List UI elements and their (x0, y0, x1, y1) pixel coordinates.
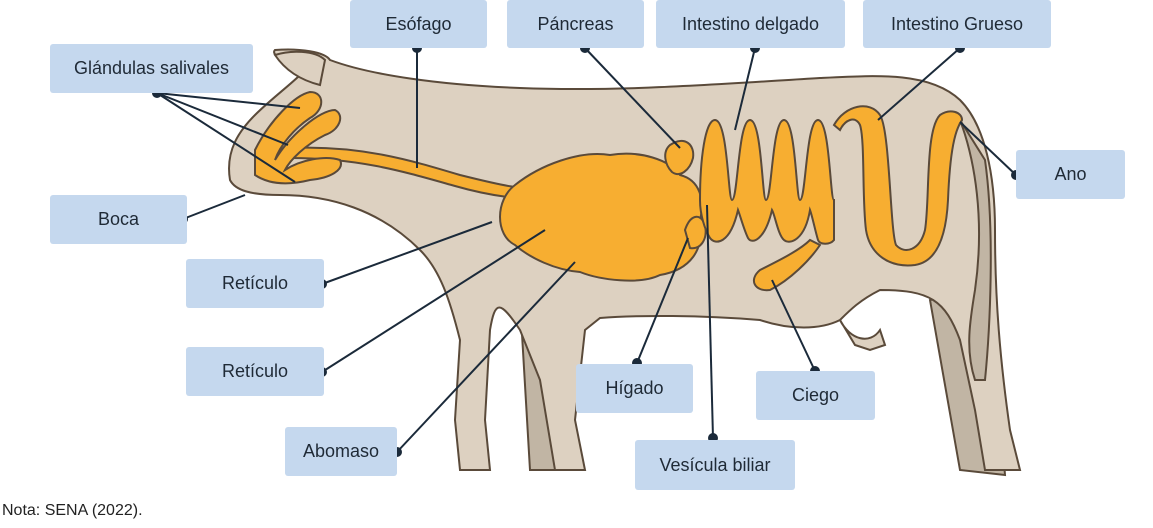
label-ano: Ano (1016, 150, 1125, 199)
tail (959, 119, 992, 381)
pancreas-shape (664, 139, 695, 176)
udder (839, 319, 887, 352)
label-intestino-grueso: Intestino Grueso (863, 0, 1051, 48)
pointer-lines (156, 47, 1017, 453)
label-reticulo-2: Retículo (186, 347, 324, 396)
label-glandulas-salivales: Glándulas salivales (50, 44, 253, 93)
large-intestine-shape (832, 105, 964, 267)
source-note: Nota: SENA (2022). (2, 502, 143, 519)
salivary-glands-shape (254, 90, 342, 185)
label-pancreas: Páncreas (507, 0, 644, 48)
small-intestine-shape (698, 118, 835, 245)
digestive-organs (254, 90, 964, 292)
label-ciego: Ciego (756, 371, 875, 420)
label-higado: Hígado (576, 364, 693, 413)
label-intestino-delgado: Intestino delgado (656, 0, 845, 48)
ear (273, 50, 327, 87)
label-vesicula-biliar: Vesícula biliar (635, 440, 795, 490)
label-boca: Boca (50, 195, 187, 244)
label-esofago: Esófago (350, 0, 487, 48)
cecum-shape (752, 238, 822, 292)
label-abomaso: Abomaso (285, 427, 397, 476)
label-reticulo-1: Retículo (186, 259, 324, 308)
